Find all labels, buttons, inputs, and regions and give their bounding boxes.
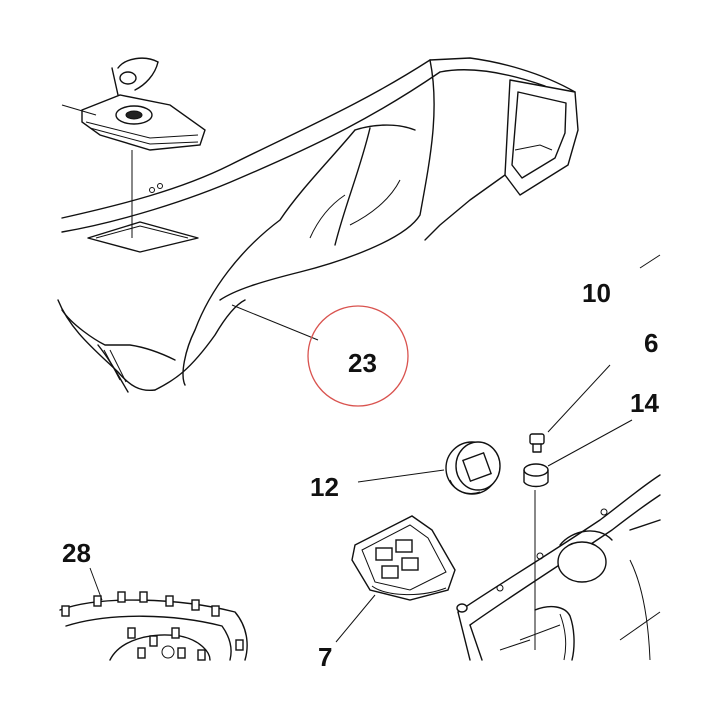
callout-14[interactable]: 14 — [523, 388, 659, 650]
seal-part-12 — [445, 441, 501, 495]
oil-pan — [456, 474, 661, 661]
callout-7[interactable]: 7 — [318, 515, 456, 672]
callout-23[interactable]: 23 — [231, 304, 409, 407]
bolt-part-6 — [529, 433, 545, 453]
callout-10[interactable]: 10 — [582, 254, 661, 308]
callout-14-label: 14 — [630, 388, 659, 418]
callout-23-label: 23 — [348, 348, 377, 378]
callout-7-label: 7 — [318, 642, 332, 672]
callout-28[interactable]: 28 — [59, 538, 248, 661]
flange-part-28 — [59, 591, 248, 661]
upper-housing — [57, 57, 579, 393]
callout-12[interactable]: 12 — [310, 441, 501, 502]
callout-6[interactable]: 6 — [529, 328, 658, 453]
callout-28-label: 28 — [62, 538, 91, 568]
callout-12-label: 12 — [310, 472, 339, 502]
cover-part-7 — [351, 515, 456, 601]
callout-10-label: 10 — [582, 278, 611, 308]
washer-part-14 — [523, 463, 549, 650]
callout-6-label: 6 — [644, 328, 658, 358]
highlight-ring — [307, 305, 409, 407]
